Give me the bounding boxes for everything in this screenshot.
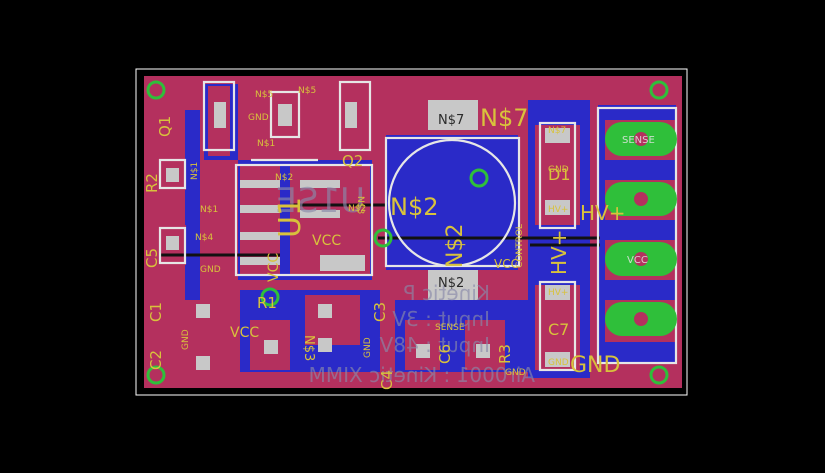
net-ns5-a: N$5: [255, 90, 273, 100]
pad-labels: N$7 N$2: [438, 113, 464, 291]
label-vcc-u1: VCC: [266, 253, 282, 282]
board-outline: [135, 68, 688, 396]
label-r1: R1: [257, 294, 277, 312]
copper-gap-terminal: [598, 105, 676, 362]
label-c6: C6: [436, 344, 454, 364]
terminal-vcc: VCC: [627, 255, 648, 266]
net-ns2-u1: N$2: [275, 173, 293, 183]
net-gnd-c4: GND: [363, 337, 373, 358]
smd-pads: [166, 100, 570, 370]
net-ns3-u1: N$3: [355, 196, 365, 214]
label-vcc-mid: VCC: [312, 233, 341, 249]
net-ns1-c: N$1: [190, 162, 200, 180]
net-labels: N$5 N$5 GND N$1 N$2 N$1 N$4 GND N$2 N$1 …: [181, 86, 569, 378]
label-c1: C1: [147, 302, 165, 322]
label-c3: C3: [371, 302, 389, 322]
net-hvplus-c7: HV+: [548, 288, 568, 298]
vias: [146, 80, 669, 385]
net-gnd-d1: GND: [548, 165, 569, 175]
net-gnd-c7: GND: [548, 358, 569, 368]
label-vcc-right: VCC: [494, 257, 519, 271]
net-ns5-b: N$5: [298, 86, 316, 96]
terminal-labels: SENSE VCC: [622, 135, 655, 266]
label-hv-plus-2: HV+: [547, 230, 571, 275]
label-r2: R2: [143, 173, 161, 193]
terminal-block: [605, 122, 677, 336]
net-ns2-r: N$2: [348, 204, 366, 214]
pad-ns2-bottom: N$2: [438, 276, 464, 291]
net-ns1-a: N$1: [257, 139, 275, 149]
label-ns3: N$3: [301, 335, 316, 361]
label-d1: D1: [548, 165, 571, 184]
net-gnd-q1: GND: [248, 113, 269, 123]
net-ns7-pad: N$7: [548, 126, 566, 136]
label-ns7-big: N$7: [480, 104, 529, 132]
pad-ns7: N$7: [438, 113, 464, 128]
label-c5: C5: [143, 248, 161, 268]
label-c7: C7: [548, 320, 569, 339]
silkscreen: [158, 80, 678, 372]
label-vcc-c1: VCC: [230, 325, 259, 341]
copper-gap-center: [386, 135, 518, 270]
mirror-text-top: U1SE: [275, 181, 365, 221]
mirror-text-3: Air0001 : Kinetic XIMM: [309, 363, 535, 387]
net-gnd-r3: GND: [505, 368, 526, 378]
terminal-sense: SENSE: [622, 135, 655, 146]
label-ns2-center: N$2: [390, 193, 439, 221]
mirror-text-p: Kinetic P: [404, 281, 490, 305]
label-c2: C2: [147, 350, 165, 370]
copper-gap-left: [185, 110, 200, 300]
net-ns1-b: N$1: [200, 205, 218, 215]
label-q2: Q2: [342, 152, 363, 170]
label-r3: R3: [496, 344, 514, 364]
net-sense: SENSE: [435, 323, 465, 333]
label-gnd-big: GND: [570, 353, 620, 378]
label-q1: Q1: [156, 116, 174, 137]
net-ns4: N$4: [195, 233, 213, 243]
net-hvplus-small: HV+: [548, 205, 568, 215]
label-u1: U1: [273, 197, 308, 238]
label-hv-plus-1: HV+: [580, 201, 625, 225]
bottom-silkscreen-text: Kinetic P Input : 3V Input : 48V Air0001…: [275, 181, 535, 387]
reference-labels: Q1 Q2 R2 C5 C1 C2 R1 U1 VCC VCC VCC C3 C…: [143, 104, 625, 390]
net-gnd-c1: GND: [181, 329, 191, 350]
dark-traces: [160, 203, 600, 257]
mirror-text-1: Input : 3V: [392, 307, 490, 331]
label-c4: C4: [378, 370, 396, 390]
net-gnd-c5: GND: [200, 265, 221, 275]
label-ns2-vertical: N$2: [443, 224, 468, 268]
net-control: CONTROL: [515, 224, 525, 268]
mirror-text-2: Input : 48V: [379, 333, 490, 357]
